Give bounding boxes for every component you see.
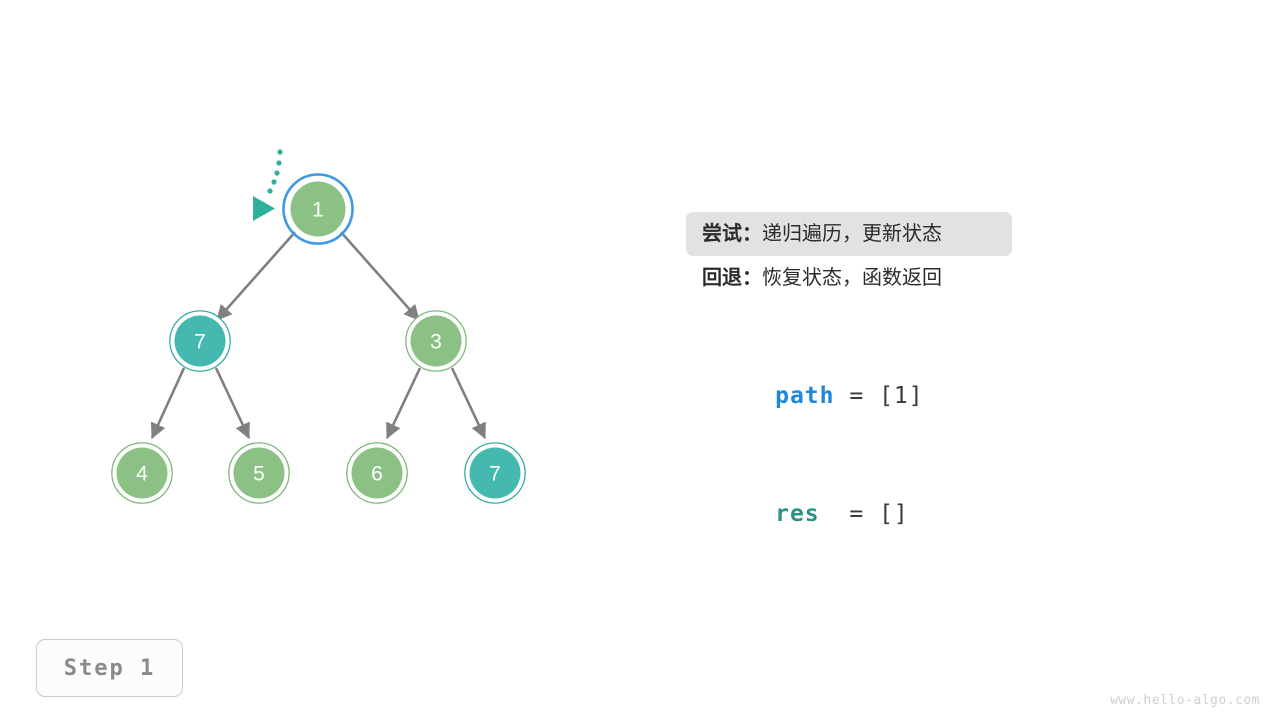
tree-edges	[150, 230, 487, 439]
node-ring-gap	[112, 443, 172, 503]
watermark-text: www.hello-algo.com	[1110, 693, 1260, 708]
edge-7-5	[214, 367, 251, 439]
tree-node-6[interactable]: 6	[346, 442, 408, 504]
state-panel: 尝试：递归遍历，更新状态 回退：恢复状态，函数返回 path = [1] res…	[686, 212, 1206, 527]
pointer-trail-dot	[271, 179, 277, 185]
node-circle	[233, 447, 285, 499]
node-ring-gap	[347, 443, 407, 503]
edge-1-7	[216, 230, 297, 321]
traversal-pointer	[253, 149, 283, 221]
edge-3-7	[450, 367, 487, 439]
tree-node-7-right[interactable]: 7	[464, 442, 526, 504]
node-selection-ring	[282, 173, 354, 245]
variable-value-res: []	[879, 501, 909, 527]
edge-3-6	[385, 367, 422, 439]
node-circle	[469, 447, 521, 499]
variable-row-path: path = [1]	[686, 330, 924, 409]
node-ring-gap	[229, 443, 289, 503]
tree-node-5[interactable]: 5	[228, 442, 290, 504]
node-label: 1	[312, 199, 324, 222]
node-circle	[351, 447, 403, 499]
node-label: 3	[430, 331, 442, 354]
tree-node-7-left[interactable]: 7	[169, 310, 231, 372]
tree-node-3[interactable]: 3	[405, 310, 467, 372]
step-badge-label: Step 1	[63, 655, 156, 681]
node-outer-ring	[464, 442, 526, 504]
variable-operator-path: =	[849, 383, 865, 409]
variable-row-res: res = []	[686, 448, 909, 527]
node-circle	[116, 447, 168, 499]
hint-backtrack-value: 恢复状态，函数返回	[762, 267, 942, 289]
variable-value-path: [1]	[879, 383, 924, 409]
node-label: 4	[136, 463, 148, 486]
pointer-arrowhead-icon	[253, 196, 275, 221]
node-label: 5	[253, 463, 265, 486]
watermark: www.hello-algo.com	[1110, 693, 1260, 708]
tree-node-1[interactable]: 1	[282, 173, 354, 245]
pointer-trail-dot	[277, 149, 283, 155]
node-outer-ring	[169, 310, 231, 372]
hint-row-backtrack: 回退：恢复状态，函数返回	[686, 256, 1012, 300]
node-outer-ring	[228, 442, 290, 504]
node-label: 6	[371, 463, 383, 486]
node-ring-gap	[285, 176, 351, 242]
node-circle	[410, 315, 462, 367]
node-circle	[174, 315, 226, 367]
node-ring-gap	[465, 443, 525, 503]
hint-backtrack-key: 回退：	[702, 267, 762, 289]
node-label: 7	[489, 463, 501, 486]
variable-operator-res: =	[849, 501, 865, 527]
node-ring-gap	[170, 311, 230, 371]
node-outer-ring	[405, 310, 467, 372]
hint-row-try: 尝试：递归遍历，更新状态	[686, 212, 1012, 256]
binary-tree-diagram: 1 7 3 4 5	[111, 149, 526, 504]
hint-try-value: 递归遍历，更新状态	[762, 223, 942, 245]
node-outer-ring	[346, 442, 408, 504]
step-badge: Step 1	[36, 639, 183, 697]
pointer-trail-dot	[276, 160, 282, 166]
edge-1-3	[339, 230, 420, 321]
hint-try-key: 尝试：	[702, 223, 762, 245]
pointer-trail-dot	[274, 170, 280, 176]
edge-7-4	[150, 367, 186, 439]
pointer-trail-dot	[267, 188, 273, 194]
node-outer-ring	[111, 442, 173, 504]
variable-name-res: res	[775, 501, 820, 527]
node-ring-gap	[406, 311, 466, 371]
tree-node-4[interactable]: 4	[111, 442, 173, 504]
node-label: 7	[194, 331, 206, 354]
node-circle	[290, 181, 346, 237]
variable-name-path: path	[775, 383, 835, 409]
